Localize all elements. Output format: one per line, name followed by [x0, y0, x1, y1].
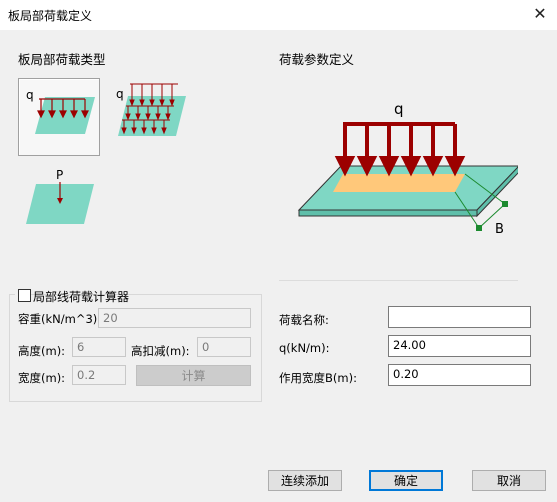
- option-symbol: q: [26, 88, 34, 102]
- ok-button[interactable]: 确定: [369, 470, 443, 491]
- point-load-icon: P: [26, 168, 94, 224]
- unit-weight-field[interactable]: 20: [98, 308, 251, 328]
- height-field[interactable]: 6: [72, 337, 126, 357]
- width-b-label: 作用宽度B(m):: [279, 371, 357, 385]
- cancel-button[interactable]: 取消: [472, 470, 546, 491]
- line-load-diagram-icon: q B: [297, 100, 521, 237]
- option-symbol: q: [116, 87, 124, 101]
- load-type-option-point[interactable]: P: [18, 162, 98, 238]
- compute-button[interactable]: 计算: [136, 365, 251, 386]
- calc-width-field[interactable]: 0.2: [72, 365, 126, 385]
- load-name-field[interactable]: [388, 306, 531, 328]
- load-type-option-area[interactable]: q: [110, 78, 190, 154]
- load-type-heading: 板局部荷载类型: [18, 52, 106, 67]
- continue-add-button[interactable]: 连续添加: [268, 470, 342, 491]
- width-b-field[interactable]: 0.20: [388, 364, 531, 386]
- unit-weight-label: 容重(kN/m^3):: [18, 312, 102, 326]
- deduct-field[interactable]: 0: [197, 337, 251, 357]
- diagram-b-label: B: [495, 222, 504, 237]
- calculator-toggle[interactable]: 局部线荷载计算器: [15, 287, 129, 304]
- option-symbol: P: [56, 168, 63, 182]
- title-bar: [0, 0, 557, 30]
- height-label: 高度(m):: [18, 344, 66, 358]
- close-icon[interactable]: ✕: [533, 4, 547, 23]
- deduct-label: 高扣减(m):: [131, 344, 190, 358]
- calc-width-label: 宽度(m):: [18, 371, 66, 385]
- diagram-q-label: q: [394, 100, 404, 118]
- line-load-icon: q: [26, 88, 95, 134]
- load-diagram: q B: [279, 68, 521, 281]
- area-load-icon: q: [116, 83, 186, 136]
- window-title: 板局部荷载定义: [8, 9, 93, 23]
- q-label: q(kN/m):: [279, 341, 330, 355]
- param-def-heading: 荷载参数定义: [279, 52, 355, 67]
- calculator-checkbox-label: 局部线荷载计算器: [33, 290, 130, 304]
- calculator-checkbox[interactable]: [18, 289, 31, 302]
- q-field[interactable]: 24.00: [388, 335, 531, 357]
- load-name-label: 荷载名称:: [279, 313, 329, 327]
- load-type-option-line[interactable]: q: [18, 78, 100, 156]
- calculator-group: [9, 294, 262, 402]
